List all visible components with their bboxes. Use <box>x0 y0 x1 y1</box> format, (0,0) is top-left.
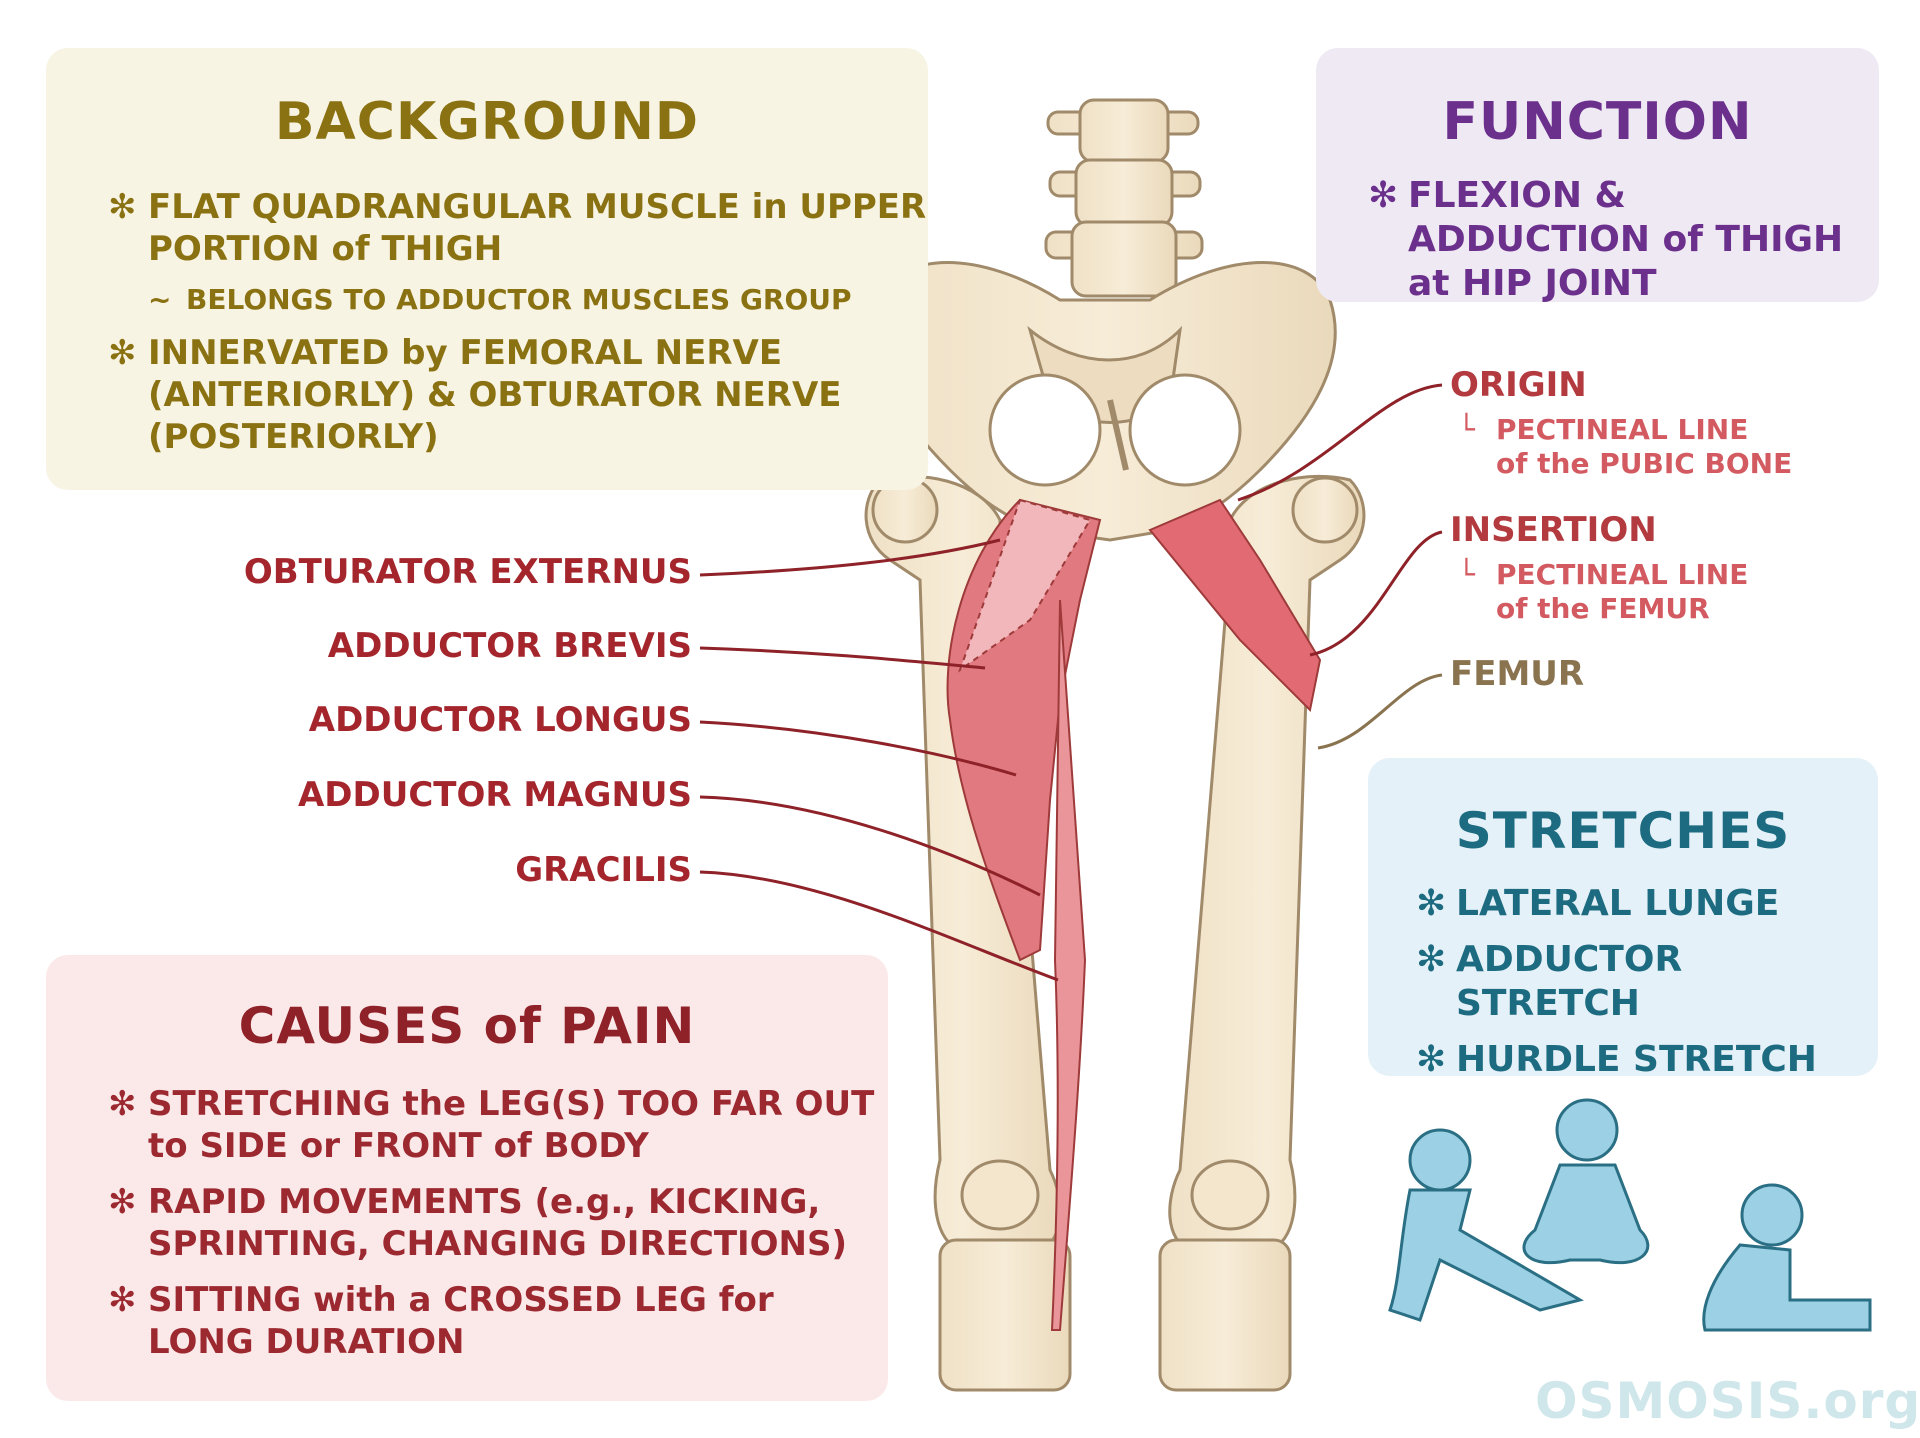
list-item: ✻FLEXION & ADDUCTION of THIGH at HIP JOI… <box>1366 174 1879 306</box>
origin-heading: ORIGIN <box>1450 365 1587 405</box>
asterisk-icon: ✻ <box>1416 939 1447 980</box>
bullet-text: SITTING with a CROSSED LEG for LONG DURA… <box>148 1280 774 1362</box>
causes-list: ✻ STRETCHING the LEG(S) TOO FAR OUT to SI… <box>106 1083 888 1363</box>
asterisk-icon: ✻ <box>108 333 137 373</box>
asterisk-icon: ✻ <box>108 1280 137 1320</box>
label-adductor-brevis: ADDUCTOR BREVIS <box>327 626 692 666</box>
origin-line1: PECTINEAL LINE <box>1496 413 1749 446</box>
asterisk-icon: ✻ <box>1368 175 1399 216</box>
item-text: HURDLE STRETCH <box>1456 1039 1817 1080</box>
sub-bullet: ~ BELONGS TO ADDUCTOR MUSCLES GROUP <box>106 282 928 318</box>
label-adductor-longus: ADDUCTOR LONGUS <box>308 700 692 740</box>
asterisk-icon: ✻ <box>1416 1039 1447 1080</box>
list-item: ✻ SITTING with a CROSSED LEG for LONG DUR… <box>106 1279 888 1363</box>
pelvis <box>873 261 1337 542</box>
spine <box>1044 98 1204 298</box>
asterisk-icon: ✻ <box>108 1182 137 1222</box>
stretches-panel: STRETCHES ✻LATERAL LUNGE ✻ADDUCTOR STRET… <box>1368 758 1878 1080</box>
stretches-title: STRETCHES <box>1455 802 1791 860</box>
function-title: FUNCTION <box>1442 92 1753 152</box>
stretches-list: ✻LATERAL LUNGE ✻ADDUCTOR STRETCH ✻HURDLE… <box>1414 882 1878 1082</box>
function-panel: FUNCTION ✻FLEXION & ADDUCTION of THIGH a… <box>1316 48 1879 304</box>
causes-title: CAUSES of PAIN <box>238 997 696 1055</box>
insertion-detail: └ PECTINEAL LINE of the FEMUR <box>1458 558 1749 626</box>
list-item: ✻ADDUCTOR STRETCH <box>1414 938 1878 1026</box>
femur-label: FEMUR <box>1450 654 1585 694</box>
insertion-line1: PECTINEAL LINE <box>1496 558 1749 591</box>
insertion-line2: of the FEMUR <box>1496 592 1710 625</box>
sub-bullet-text: BELONGS TO ADDUCTOR MUSCLES GROUP <box>186 283 852 316</box>
bullet-text: FLEXION & ADDUCTION of THIGH at HIP JOIN… <box>1408 175 1844 304</box>
label-obturator-externus: OBTURATOR EXTERNUS <box>243 552 692 592</box>
background-list: ✻ FLAT QUADRANGULAR MUSCLE in UPPER PORTI… <box>106 186 928 458</box>
list-item: ✻HURDLE STRETCH <box>1414 1038 1878 1082</box>
leader-lines <box>699 383 1443 982</box>
list-item: ✻ RAPID MOVEMENTS (e.g., KICKING, SPRINTI… <box>106 1181 888 1265</box>
corner-hook-icon: └ <box>1458 558 1475 591</box>
causes-of-pain-panel: CAUSES of PAIN ✻ STRETCHING the LEG(S) TO… <box>46 955 888 1401</box>
bullet-text: RAPID MOVEMENTS (e.g., KICKING, SPRINTIN… <box>148 1182 848 1264</box>
pectineus-muscle <box>1148 498 1322 713</box>
list-item: ✻ INNERVATED by FEMORAL NERVE (ANTERIORLY… <box>106 332 928 458</box>
bullet-text: FLAT QUADRANGULAR MUSCLE in UPPER PORTIO… <box>148 187 927 269</box>
asterisk-icon: ✻ <box>108 187 137 227</box>
label-gracilis: GRACILIS <box>515 850 692 890</box>
background-title: BACKGROUND <box>274 92 700 152</box>
item-text: ADDUCTOR STRETCH <box>1456 939 1683 1024</box>
adductor-muscles-left <box>946 498 1102 1331</box>
origin-line2: of the PUBIC BONE <box>1496 447 1793 480</box>
tilde-icon: ~ <box>148 283 172 316</box>
bullet-text: INNERVATED by FEMORAL NERVE (ANTERIORLY)… <box>148 333 842 457</box>
function-list: ✻FLEXION & ADDUCTION of THIGH at HIP JOI… <box>1366 174 1879 306</box>
stretch-figures <box>1388 1098 1872 1332</box>
femur-left <box>864 474 1072 1392</box>
list-item: ✻ STRETCHING the LEG(S) TOO FAR OUT to SI… <box>106 1083 888 1167</box>
osmosis-logo: OSMOSIS.org <box>1535 1372 1920 1430</box>
background-panel: BACKGROUND ✻ FLAT QUADRANGULAR MUSCLE in … <box>46 48 928 490</box>
insertion-heading: INSERTION <box>1450 510 1657 550</box>
bullet-text: STRETCHING the LEG(S) TOO FAR OUT to SID… <box>148 1084 875 1166</box>
list-item: ✻ FLAT QUADRANGULAR MUSCLE in UPPER PORTI… <box>106 186 928 270</box>
list-item: ✻LATERAL LUNGE <box>1414 882 1878 926</box>
corner-hook-icon: └ <box>1458 413 1475 446</box>
asterisk-icon: ✻ <box>1416 883 1447 924</box>
origin-detail: └ PECTINEAL LINE of the PUBIC BONE <box>1458 413 1793 481</box>
femur-right <box>1158 474 1366 1392</box>
asterisk-icon: ✻ <box>108 1084 137 1124</box>
item-text: LATERAL LUNGE <box>1456 883 1780 924</box>
label-adductor-magnus: ADDUCTOR MAGNUS <box>297 775 692 815</box>
